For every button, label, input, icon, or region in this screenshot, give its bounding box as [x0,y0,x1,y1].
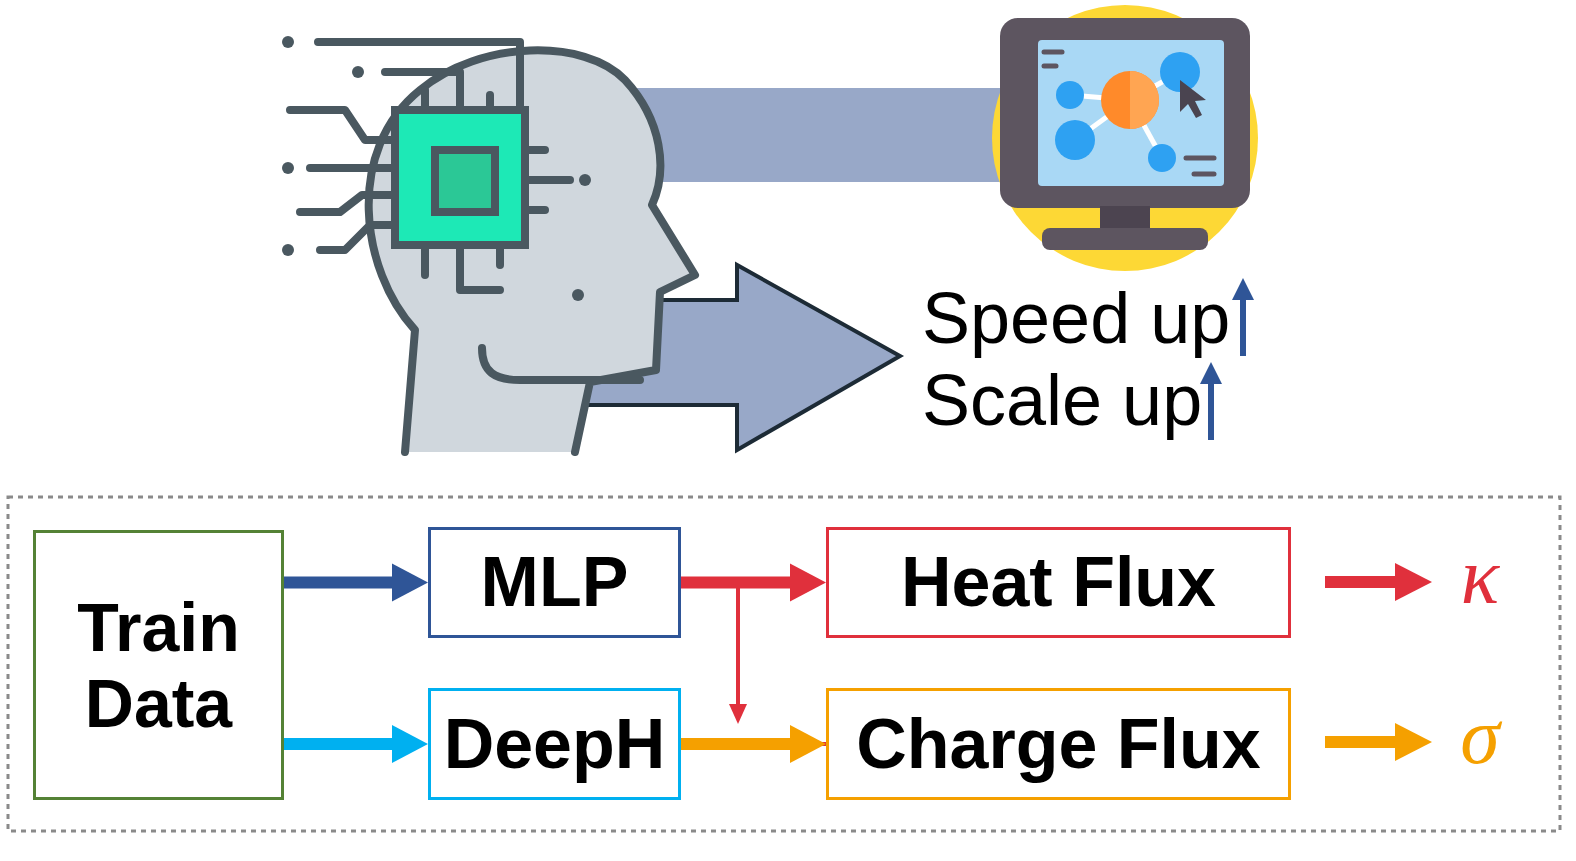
trace [421,245,429,275]
monitor-screen [1038,40,1224,186]
dashed-frame [8,497,1560,831]
monitor-backdrop [992,5,1258,271]
trace-dot [352,66,364,78]
up-arrow-shaft [1240,296,1246,356]
flow-arrow [681,583,826,745]
arrow-head [392,725,428,763]
arrow-head [790,725,826,763]
cursor [1180,80,1206,118]
screen-line [1044,50,1062,55]
atom [1148,144,1176,172]
trace [460,245,500,290]
monitor-neck [1100,206,1150,230]
node-label: Heat Flux [901,543,1216,621]
arrow-head [790,564,826,602]
atom [1055,120,1095,160]
model-box: MLP [428,527,681,638]
atom-highlight [1130,71,1159,129]
trace [310,164,395,172]
input-box: Train Data [33,530,284,800]
trace-dot [282,162,294,174]
node-label: Charge Flux [856,705,1261,783]
arrow-head [729,704,747,724]
flux-box: Heat Flux [826,527,1291,638]
ai-head-icon [282,36,695,452]
screen-line [1044,64,1056,69]
up-arrow-shaft [1208,380,1214,440]
flux-box: Charge Flux [826,688,1291,800]
center-atom [1101,71,1159,129]
arrow-shaft [681,738,791,750]
flow-arrow [681,564,826,602]
node-label: Train Data [46,589,271,741]
up-arrow-head [1200,362,1222,384]
flow-arrow [681,725,826,763]
head-fill [369,50,695,452]
chip [395,110,525,245]
trace-dot [572,289,584,301]
arrow-shaft [284,577,393,589]
arrow-head [392,564,428,602]
monitor-base [1042,228,1208,250]
trace-dot [579,174,591,186]
circuit-dots [282,36,591,301]
screen-line [1186,156,1214,161]
trace [320,225,395,250]
node-label: DeepH [444,705,666,783]
chin-line [482,348,640,380]
benefit-label: Scale up [922,364,1202,436]
output-arrows [1325,563,1432,761]
head-outline [369,50,695,452]
trace [290,110,395,140]
atom [1056,81,1084,109]
trace [318,42,520,110]
kappa-arrow-shaft [1325,576,1397,588]
flow-arrow [284,564,428,602]
monitor-frame [1000,18,1250,208]
output-symbol: κ [1440,536,1520,616]
flow-arrow [284,725,428,763]
screen-text-lines [1044,52,1214,174]
connector-band [610,88,1005,182]
arrow-shaft [681,583,826,745]
node-label: MLP [481,543,629,621]
arrow-shaft [284,738,393,750]
arrow-shaft [681,577,791,589]
model-box: DeepH [428,688,681,800]
up-arrow-head [1232,278,1254,300]
benefit-label: Speed up [922,282,1230,354]
trace [300,195,395,212]
monitor-icon [992,5,1258,271]
trace [385,72,460,110]
trace [525,176,570,184]
sigma-arrow-shaft [1325,736,1397,748]
output-symbol: σ [1440,696,1520,776]
kappa-arrow-head [1395,563,1432,601]
chip-core [435,150,495,212]
sigma-arrow-head [1395,723,1432,761]
trace-dot [282,36,294,48]
trace-dot [282,244,294,256]
circuit-traces [290,42,570,290]
screen-line [1194,172,1214,177]
